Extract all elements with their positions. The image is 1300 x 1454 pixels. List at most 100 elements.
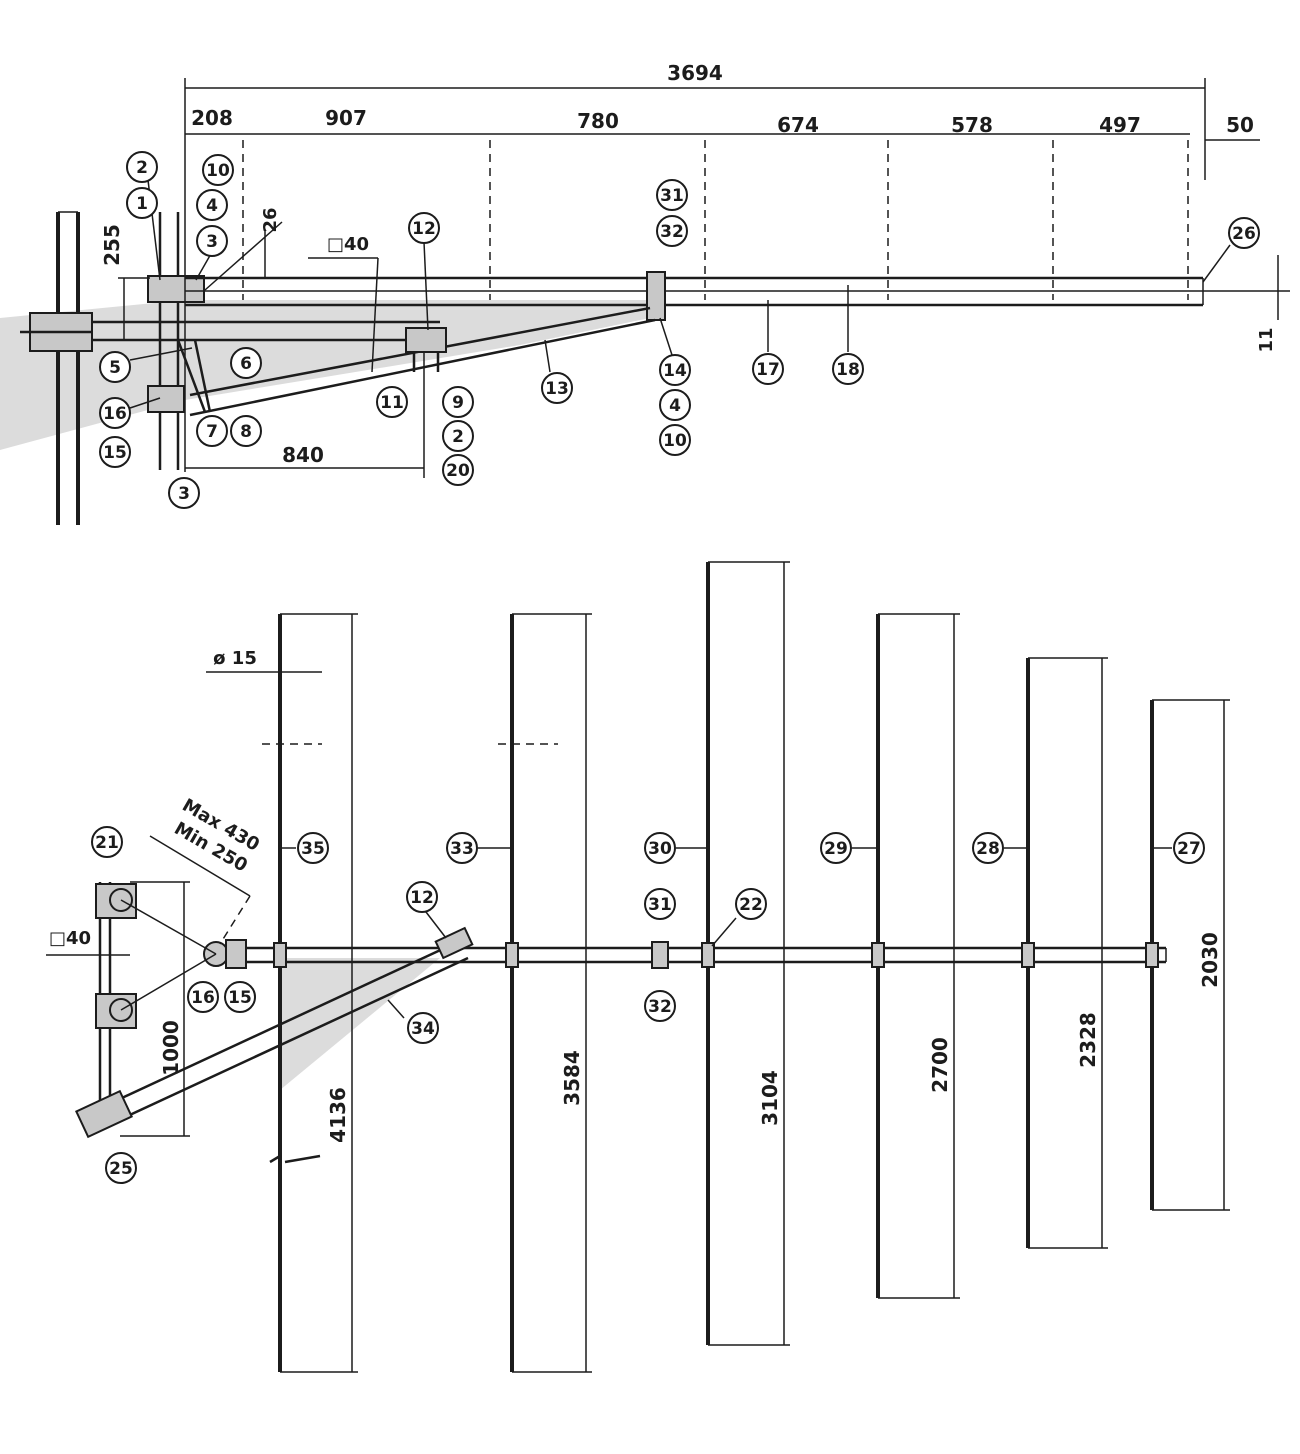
svg-text:30: 30 [648, 839, 672, 859]
svg-text:27: 27 [1177, 839, 1201, 859]
element-length-30: 3104 [758, 1070, 782, 1126]
leader-16 [129, 397, 161, 409]
svg-text:5: 5 [109, 358, 121, 378]
svg-text:6: 6 [240, 354, 252, 374]
strut-34-end [434, 926, 474, 960]
dim-reach-line [149, 835, 251, 897]
callout-8: 8 [230, 415, 262, 447]
callout-32b: 32 [644, 990, 676, 1022]
svg-text:15: 15 [103, 443, 127, 463]
dim-spacing-2: 907 [325, 106, 367, 130]
svg-text:21: 21 [95, 833, 119, 853]
boom-hub-plate [225, 939, 247, 969]
callout-15a: 15 [99, 436, 131, 468]
callout-7: 7 [196, 415, 228, 447]
top-boom-joint [651, 941, 669, 969]
callout-2a: 2 [126, 151, 158, 183]
svg-text:11: 11 [380, 393, 404, 413]
callout-2b: 2 [442, 420, 474, 452]
callout-14: 14 [659, 354, 691, 386]
element-length-33: 3584 [560, 1050, 584, 1106]
svg-text:22: 22 [739, 895, 763, 915]
svg-text:29: 29 [824, 839, 848, 859]
leader-34 [387, 999, 405, 1019]
strut-lower [189, 318, 656, 417]
svg-text:18: 18 [836, 360, 860, 380]
svg-text:13: 13 [545, 379, 569, 399]
callout-6: 6 [230, 347, 262, 379]
svg-text:2: 2 [136, 158, 148, 178]
dim-spacing-7: 50 [1226, 113, 1254, 137]
callout-18: 18 [832, 353, 864, 385]
svg-text:12: 12 [410, 888, 434, 908]
callout-29: 29 [820, 832, 852, 864]
dim-spacing-1: 208 [191, 106, 233, 130]
callout-12a: 12 [408, 212, 440, 244]
callout-30: 30 [644, 832, 676, 864]
strut-34-clamp [75, 1089, 133, 1139]
svg-text:35: 35 [301, 839, 325, 859]
svg-text:26: 26 [1232, 224, 1256, 244]
callout-5: 5 [99, 351, 131, 383]
dim-spacing-3: 780 [577, 109, 619, 133]
callout-35: 35 [297, 832, 329, 864]
callout-27: 27 [1173, 832, 1205, 864]
element-clamps [273, 942, 1159, 968]
callout-20: 20 [442, 454, 474, 486]
side-view: 3694 208 907 780 674 578 497 50 255 26 □… [0, 61, 1290, 525]
element-length-27: 2030 [1198, 932, 1222, 988]
svg-text:31: 31 [660, 186, 684, 206]
callout-22: 22 [735, 888, 767, 920]
svg-text:7: 7 [206, 422, 218, 442]
callout-3a: 3 [196, 225, 228, 257]
svg-text:4: 4 [206, 196, 218, 216]
dim-bracket-gap: 26 [260, 207, 281, 232]
dim-section-drop [371, 257, 379, 373]
svg-text:31: 31 [648, 895, 672, 915]
svg-text:3: 3 [178, 484, 190, 504]
leader-5 [129, 347, 193, 361]
element-length-35: 4136 [326, 1087, 350, 1143]
leader-13 [544, 339, 551, 373]
dim-spacing-6: 497 [1099, 113, 1141, 137]
dim-gap-leader [204, 221, 283, 291]
callout-3b: 3 [168, 477, 200, 509]
element-length-29: 2700 [928, 1037, 952, 1093]
svg-text:2: 2 [452, 427, 464, 447]
top-shade [280, 958, 440, 1090]
element-dimension-lines [280, 561, 1230, 1373]
element-length-28: 2328 [1076, 1012, 1100, 1068]
callout-32a: 32 [656, 215, 688, 247]
boom-joint-plate [646, 271, 666, 321]
callout-4a: 4 [196, 189, 228, 221]
lower-clamp [147, 385, 185, 413]
callout-26: 26 [1228, 217, 1260, 249]
svg-text:17: 17 [756, 360, 780, 380]
callout-34: 34 [407, 1012, 439, 1044]
svg-text:4: 4 [669, 396, 681, 416]
dim-boom-section: □40 [327, 234, 369, 255]
callout-31a: 31 [656, 179, 688, 211]
svg-text:10: 10 [206, 161, 230, 181]
dim-strut-length: 840 [282, 443, 324, 467]
strut-34-upper [95, 938, 463, 1112]
svg-text:16: 16 [191, 988, 215, 1008]
bracket-diag-1 [176, 339, 207, 413]
callout-11: 11 [376, 386, 408, 418]
hub-link-upper [120, 899, 217, 955]
dim-clamp-height: 1000 [159, 1020, 183, 1076]
dim-spacing-4: 674 [777, 113, 819, 137]
svg-text:32: 32 [648, 997, 672, 1017]
callout-28: 28 [972, 832, 1004, 864]
callout-17: 17 [752, 353, 784, 385]
callout-31b: 31 [644, 888, 676, 920]
callout-25: 25 [105, 1152, 137, 1184]
callout-16a: 16 [99, 397, 131, 429]
svg-text:14: 14 [663, 361, 687, 381]
callout-1: 1 [126, 187, 158, 219]
hub-link-lower [120, 953, 217, 1011]
callout-13: 13 [541, 372, 573, 404]
strut-34-lower [105, 956, 469, 1128]
svg-text:1: 1 [136, 194, 148, 214]
